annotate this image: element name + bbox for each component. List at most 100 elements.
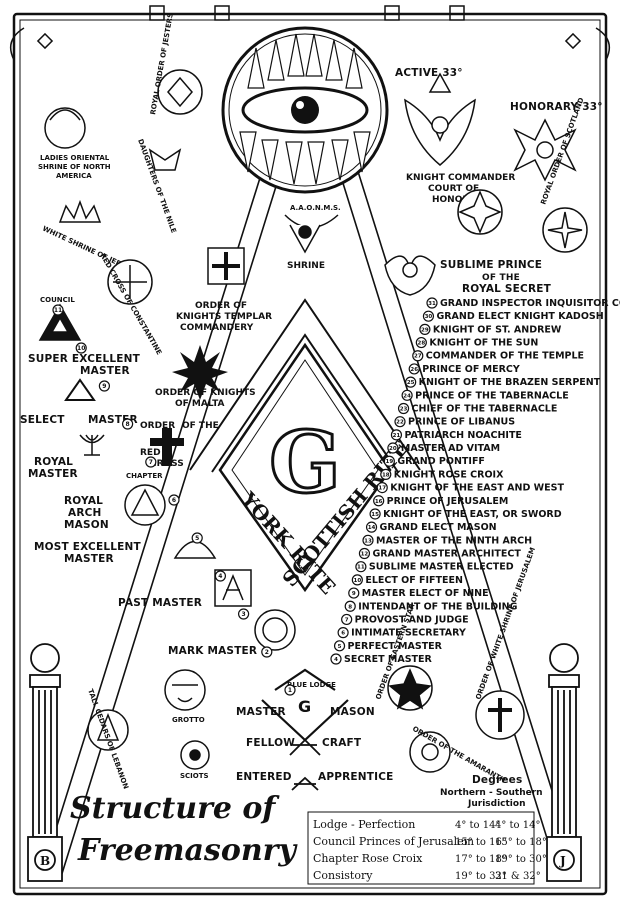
degrees-table-south: 31 & 32° [495,871,541,882]
york-number-badge [214,570,226,582]
g-diamond: G [218,342,392,593]
degree-item: 6 INTIMATE SECRETARY [337,627,466,639]
degree-label: PROVOST AND JUDGE [355,614,469,625]
degree-number: 21 [393,433,401,439]
degree-label: PRINCE OF THE TABERNACLE [415,390,569,401]
sublime-prince-eagle-icon [384,255,436,296]
g-letter: G [269,413,341,512]
honorary-33-label: HONORARY 33° [510,101,603,113]
constantine-cross-icon [107,259,153,305]
degree-label: GRAND INSPECTOR INQUISITOR COMMANDER [440,298,620,309]
council-triangle-icon [38,303,82,341]
degree-number: 27 [414,354,422,360]
degree-number: 6 [341,631,345,637]
degree-label: KNIGHT OF THE SUN [429,338,538,349]
degree-number-badge [355,561,367,573]
degrees-header-3: Jurisdiction [467,799,525,809]
sublime-prince-label: SUBLIME PRINCE OF THE ROYAL SECRET [440,259,552,295]
kcch-cross-icon [457,189,503,235]
york-number-badge [238,608,250,620]
right-pillar-letter: J [559,854,566,868]
degree-number-badge [365,521,378,533]
cedars-tree-icon [87,709,129,751]
degree-number: 16 [375,499,383,505]
all-seeing-eye-icon [221,26,389,194]
york-number-badge [121,418,134,430]
grotto-head-icon [164,669,206,711]
degree-number: 17 [378,486,386,492]
degree-number: 15 [371,512,379,518]
degree-number: 8 [348,604,352,610]
council-label: COUNCIL [40,296,75,304]
degree-number: 7 [345,617,349,623]
degree-item: 20 MASTER AD VITAM [387,442,500,454]
degree-number-badge [415,336,427,349]
degree-label: MASTER OF THE NINTH ARCH [376,535,532,546]
mark-master-label: MARK MASTER [168,645,257,657]
degree-number: 22 [396,420,404,426]
york-number-badge [145,456,157,468]
degree-item: 26 PRINCE OF MERCY [408,363,520,375]
degree-label: KNIGHT OF THE EAST AND WEST [390,483,564,494]
degree-number-badge [426,297,438,309]
degree-number: 29 [421,327,429,333]
square-frame [189,298,421,473]
degree-number: 18 [382,472,390,478]
degree-label: SECRET MASTER [344,654,433,665]
degree-number-badge [341,613,353,626]
degree-number: 4 [334,657,338,663]
york-number-badge [261,646,273,658]
degree-number-badge [376,481,388,494]
degrees-header-1: Degrees [472,774,522,786]
york-number: 3 [242,611,246,618]
degree-number-badge [390,429,403,441]
degrees-table-name: Council Princes of Jerusalem [313,835,475,848]
degree-number-badge [330,653,342,665]
degree-number: 20 [389,446,397,452]
jesters-icon [157,69,203,115]
knights-templar-icon [207,247,245,285]
degree-number: 5 [338,644,342,650]
york-number: 10 [77,345,85,352]
title-line-2: Freemasonry [77,833,298,868]
degree-number: 25 [407,380,415,386]
degree-label: INTIMATE SECRETARY [351,628,466,639]
degrees-table-north: 4° to 14° [455,820,500,831]
degree-number: 11 [357,565,365,571]
degree-number-badge [408,363,420,375]
degree-number: 31 [428,301,436,307]
york-number: 8 [126,421,130,428]
ladies-shrine-icon [44,107,86,149]
york-number: 7 [149,459,153,466]
degrees-table-south: 4° to 14° [495,820,540,831]
degrees-table-south: 15° to 18° [495,837,547,848]
degree-item: 7 PROVOST AND JUDGE [341,613,469,626]
degree-number: 28 [418,341,426,347]
chapter-label: CHAPTER [126,472,163,480]
degree-label: MASTER ELECT OF NINE [362,588,489,599]
select-master-label: SELECT MASTER [20,414,138,426]
white-shrine-cross-icon [475,690,525,740]
degree-number-badge [405,376,417,388]
degree-number: 13 [364,538,372,544]
degree-number: 26 [410,367,418,373]
red-cross-order-icon [150,428,184,466]
degree-label: MASTER AD VITAM [401,443,500,454]
knights-templar-label: ORDER OF KNIGHTS TEMPLAR COMMANDERY [176,301,275,333]
degree-label: PRINCE OF MERCY [422,364,520,375]
royal-master-label: ROYAL MASTER [28,456,78,480]
